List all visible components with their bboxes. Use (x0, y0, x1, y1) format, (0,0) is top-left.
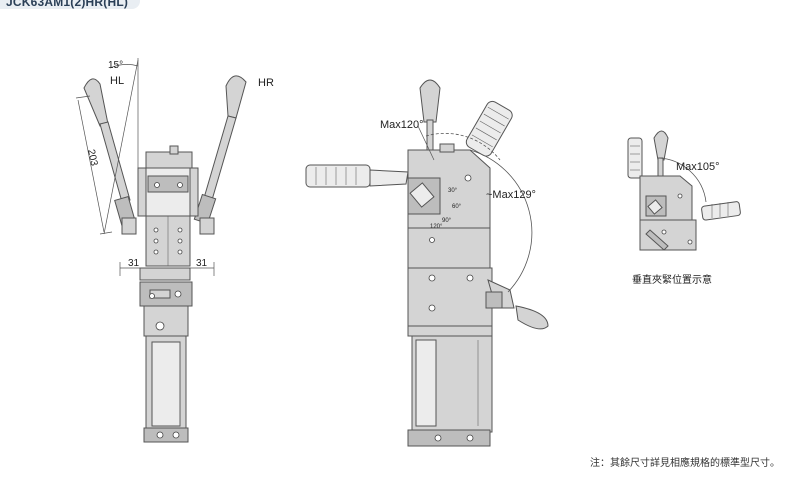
vertical-caption: 垂直夾緊位置示意 (632, 273, 712, 286)
angle-30-label: 30° (448, 188, 458, 194)
height-203-label: 203 (85, 148, 99, 167)
footer-note: 注：其餘尺寸詳見相應規格的標準型尺寸。 (590, 458, 780, 469)
angle-15-label: 15° (108, 60, 123, 71)
angle-90-label: 90° (442, 218, 452, 224)
side-view: Max120° ~Max129° 30° 60° 90° 120° (305, 79, 549, 447)
left-offset-31-label: 31 (128, 258, 140, 269)
model-title: JCK63AM1(2)HR(HL) (6, 0, 129, 9)
hl-label: HL (110, 75, 124, 87)
right-offset-31-label: 31 (196, 258, 208, 269)
max-129-label: ~Max129° (486, 189, 536, 201)
front-view: 15° HL HR 203 31 31 (75, 58, 274, 443)
hr-handle (193, 75, 247, 225)
angle-120-label: 120° (430, 224, 443, 230)
angle-60-label: 60° (452, 204, 462, 210)
vertical-view: Max105° 垂直夾緊位置示意 (627, 130, 741, 286)
max-105-label: Max105° (676, 161, 720, 173)
hr-label: HR (258, 77, 274, 89)
max-120-label: Max120° (380, 119, 424, 131)
model-title-tab: JCK63AM1(2)HR(HL) (0, 0, 141, 9)
